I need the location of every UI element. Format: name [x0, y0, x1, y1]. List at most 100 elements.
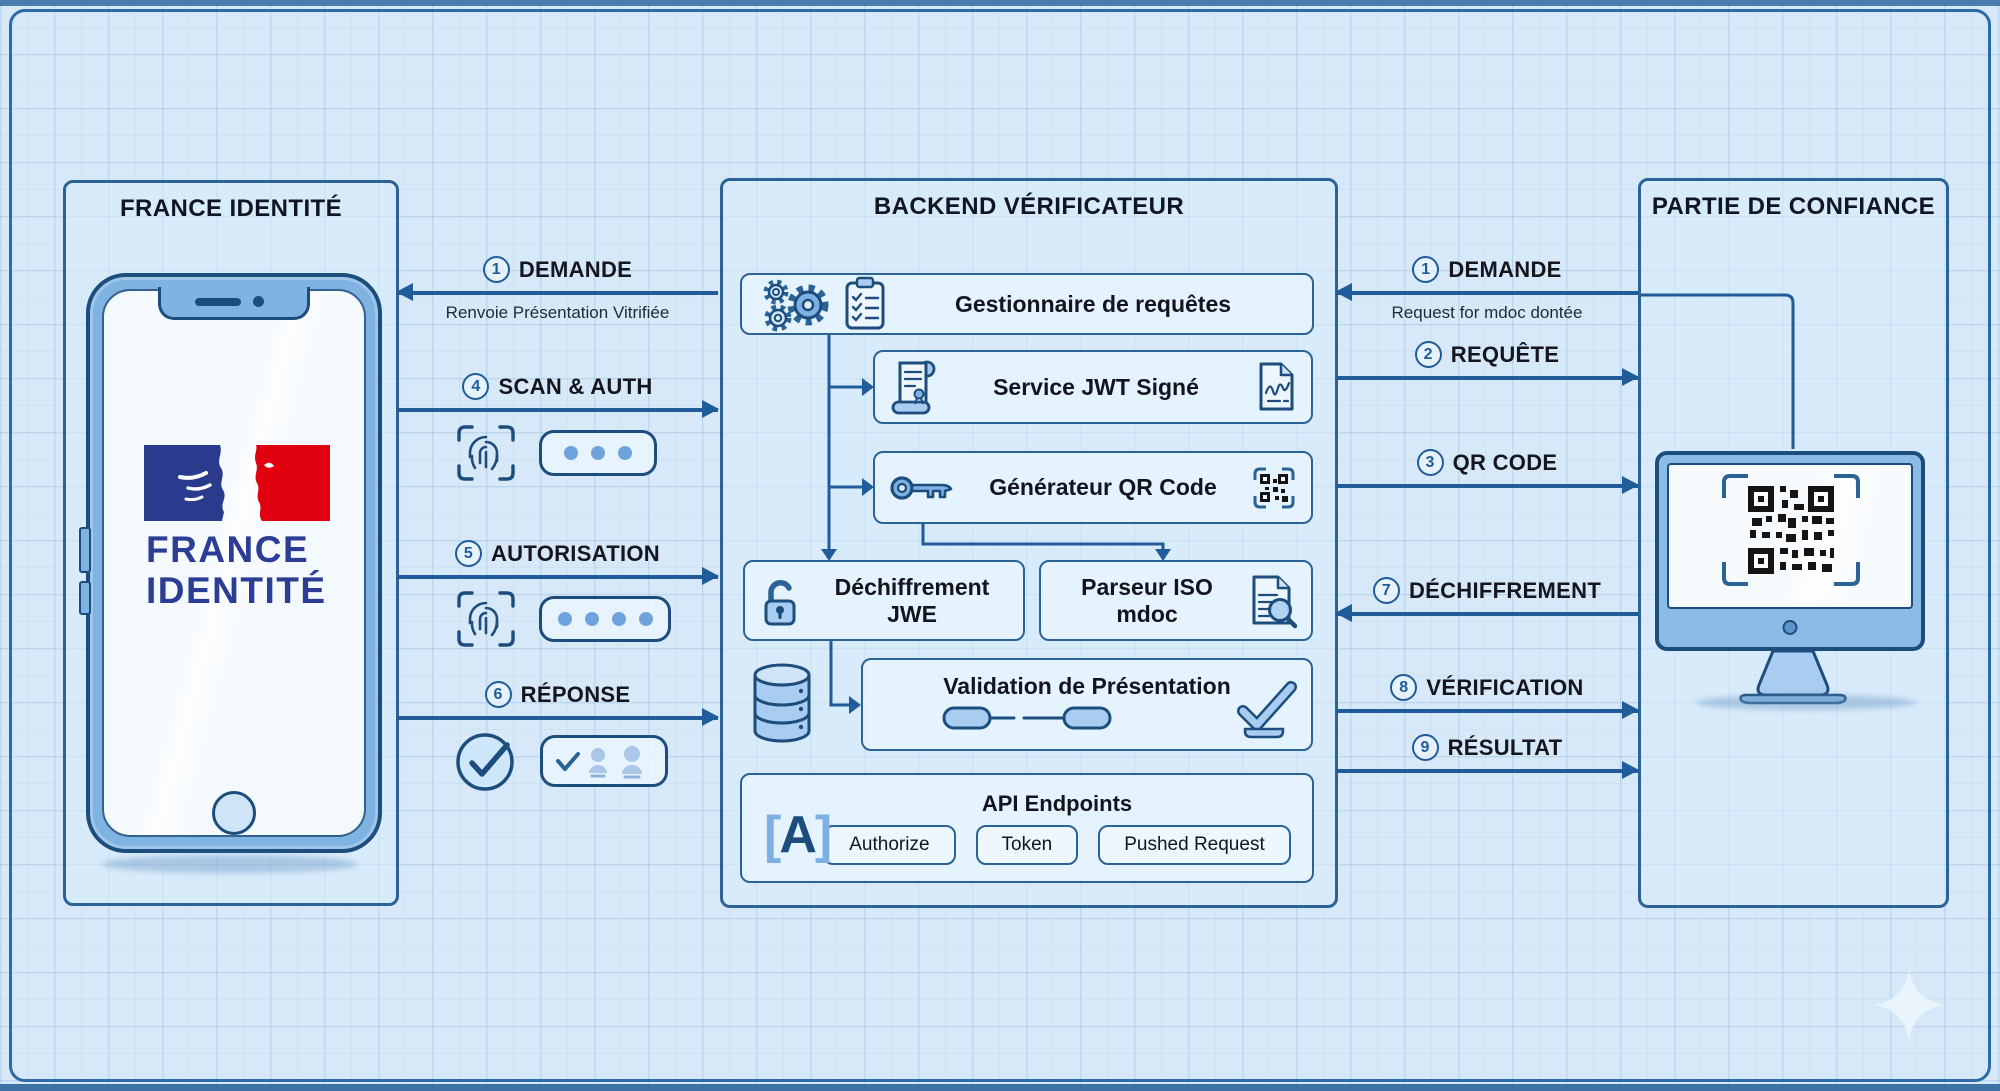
document-magnifier-icon: [1252, 575, 1297, 628]
database-icon: [753, 663, 811, 743]
flow-label: 2 REQUÊTE: [1336, 341, 1638, 368]
check-circle-icon: [456, 733, 514, 791]
step-number-badge: 4: [462, 373, 490, 400]
flow-demande-left: 1 DEMANDE Renvoie Présentation Vitrifiée: [396, 256, 718, 323]
clipboard-checklist-icon: [845, 276, 885, 330]
api-endpoint-buttons: Authorize Token Pushed Request: [823, 825, 1291, 865]
panel-france-identite: FRANCE IDENTITÉ FRANCE IDENTITÉ: [63, 180, 399, 906]
arrow-right: [397, 709, 719, 725]
flow-requete: 2 REQUÊTE: [1336, 341, 1639, 385]
api-button-pushed-request: Pushed Request: [1098, 825, 1291, 865]
arrow-right: [1336, 702, 1639, 718]
passcode-dots: [539, 430, 657, 476]
step-number-badge: 8: [1390, 674, 1418, 701]
phone-home-button: [212, 791, 256, 835]
box-label-request-manager: Gestionnaire de requêtes: [954, 290, 1232, 317]
panel-partie-de-confiance: PARTIE DE CONFIANCE: [1638, 178, 1949, 908]
arrow-right: [1336, 762, 1639, 778]
passcode-dots: [539, 596, 671, 642]
flow-label-text: RÉPONSE: [520, 681, 631, 707]
flow-label-text: DEMANDE: [1448, 256, 1562, 282]
flow-label-text: AUTORISATION: [490, 540, 660, 566]
qr-code: [1722, 474, 1860, 586]
phone-shadow: [102, 855, 358, 873]
flow-label: 7 DÉCHIFFREMENT: [1336, 577, 1638, 604]
dot: [557, 612, 572, 626]
phone-notch: [158, 287, 310, 320]
arrow-right: [1336, 369, 1639, 385]
flow-scan-auth: 4 SCAN & AUTH: [397, 373, 719, 417]
flow-label-text: DÉCHIFFREMENT: [1408, 577, 1602, 603]
flow-label: 6 RÉPONSE: [397, 681, 718, 708]
flow-label: 1 DEMANDE: [1336, 256, 1638, 283]
flow-label-text: RÉSULTAT: [1447, 734, 1563, 760]
flow-label: 9 RÉSULTAT: [1336, 734, 1638, 761]
box-label-presentation-validation: Validation de Présentation: [943, 673, 1231, 699]
panel-title-backend: BACKEND VÉRIFICATEUR: [873, 193, 1185, 220]
flow-label-text: DEMANDE: [518, 256, 633, 282]
step-number-badge: 5: [454, 540, 482, 567]
arrow-right: [397, 401, 719, 417]
step-number-badge: 7: [1372, 577, 1400, 604]
phone-side-button: [79, 581, 91, 615]
flow-label: 3 QR CODE: [1336, 449, 1638, 476]
flow-autorisation: 5 AUTORISATION: [397, 540, 719, 584]
flow-label: 8 VÉRIFICATION: [1336, 674, 1638, 701]
flow-sub-label: Renvoie Présentation Vitrifiée: [445, 302, 670, 322]
step-number-badge: 2: [1414, 341, 1442, 368]
flow-dechiffrement: 7 DÉCHIFFREMENT: [1335, 577, 1638, 621]
signature-document-icon: [1259, 362, 1294, 411]
logo-line-2: IDENTITÉ: [146, 570, 327, 612]
flow-qr-code: 3 QR CODE: [1336, 449, 1639, 493]
open-padlock-icon: [764, 579, 796, 625]
fingerprint-scan-icon: [457, 591, 515, 647]
panel-title-france-identite: FRANCE IDENTITÉ: [120, 195, 342, 222]
gears-icon: [763, 279, 829, 332]
box-api-endpoints: [A] API Endpoints Authorize Token Pushed…: [740, 773, 1314, 883]
flow-label-text: VÉRIFICATION: [1426, 674, 1584, 700]
arrow-right: [1336, 477, 1639, 493]
reponse-icons: [452, 728, 668, 794]
box-label-qr-generator: Générateur QR Code: [989, 474, 1217, 500]
dot: [584, 612, 599, 626]
api-button-token: Token: [975, 825, 1079, 865]
panel-backend-verificateur: BACKEND VÉRIFICATEUR: [720, 178, 1338, 908]
api-button-authorize: Authorize: [823, 825, 956, 865]
smartphone: FRANCE IDENTITÉ: [79, 273, 382, 853]
box-qr-generator: Générateur QR Code: [873, 451, 1313, 524]
fingerprint-scan-icon: [457, 425, 515, 481]
dot: [611, 612, 626, 626]
marianne-logo: [144, 445, 330, 521]
box-jwt-service: Service JWT Signé: [873, 350, 1313, 424]
flow-demande-right: 1 DEMANDE Request for mdoc dontée: [1335, 256, 1638, 323]
bracket-a-icon: [A]: [764, 806, 832, 864]
panel-title-partie-de-confiance: PARTIE DE CONFIANCE: [1651, 193, 1936, 220]
monitor-shadow: [1696, 695, 1916, 710]
sparkle-icon: [1874, 970, 1944, 1040]
arrow-left: [1335, 284, 1638, 300]
box-label-mdoc-parser: Parseur ISO mdoc: [1081, 573, 1213, 627]
box-label-jwe-decryption: Déchiffrement JWE: [834, 573, 990, 627]
flow-verification: 8 VÉRIFICATION: [1336, 674, 1639, 718]
flow-label-text: SCAN & AUTH: [498, 373, 653, 399]
phone-screen: [102, 289, 366, 837]
arrow-right: [397, 568, 719, 584]
box-label-jwt-service: Service JWT Signé: [993, 373, 1199, 400]
flow-label-text: QR CODE: [1452, 449, 1558, 475]
box-jwe-decryption: Déchiffrement JWE: [743, 560, 1025, 641]
flow-label: 4 SCAN & AUTH: [397, 373, 718, 400]
scan-auth-icons: [455, 424, 657, 482]
top-edge-divider: [0, 0, 2000, 6]
step-number-badge: 3: [1416, 449, 1444, 476]
step-number-badge: 1: [1412, 256, 1440, 283]
arrow-left: [1335, 605, 1638, 621]
key-icon: [890, 475, 953, 500]
flow-label: 1 DEMANDE: [397, 256, 718, 283]
arrow-left: [396, 284, 718, 300]
api-endpoints-title: API Endpoints: [981, 791, 1133, 816]
big-check-tray-icon: [1237, 681, 1297, 739]
monitor-stand: [1739, 649, 1847, 705]
autorisation-icons: [455, 590, 671, 648]
dot: [591, 446, 605, 460]
